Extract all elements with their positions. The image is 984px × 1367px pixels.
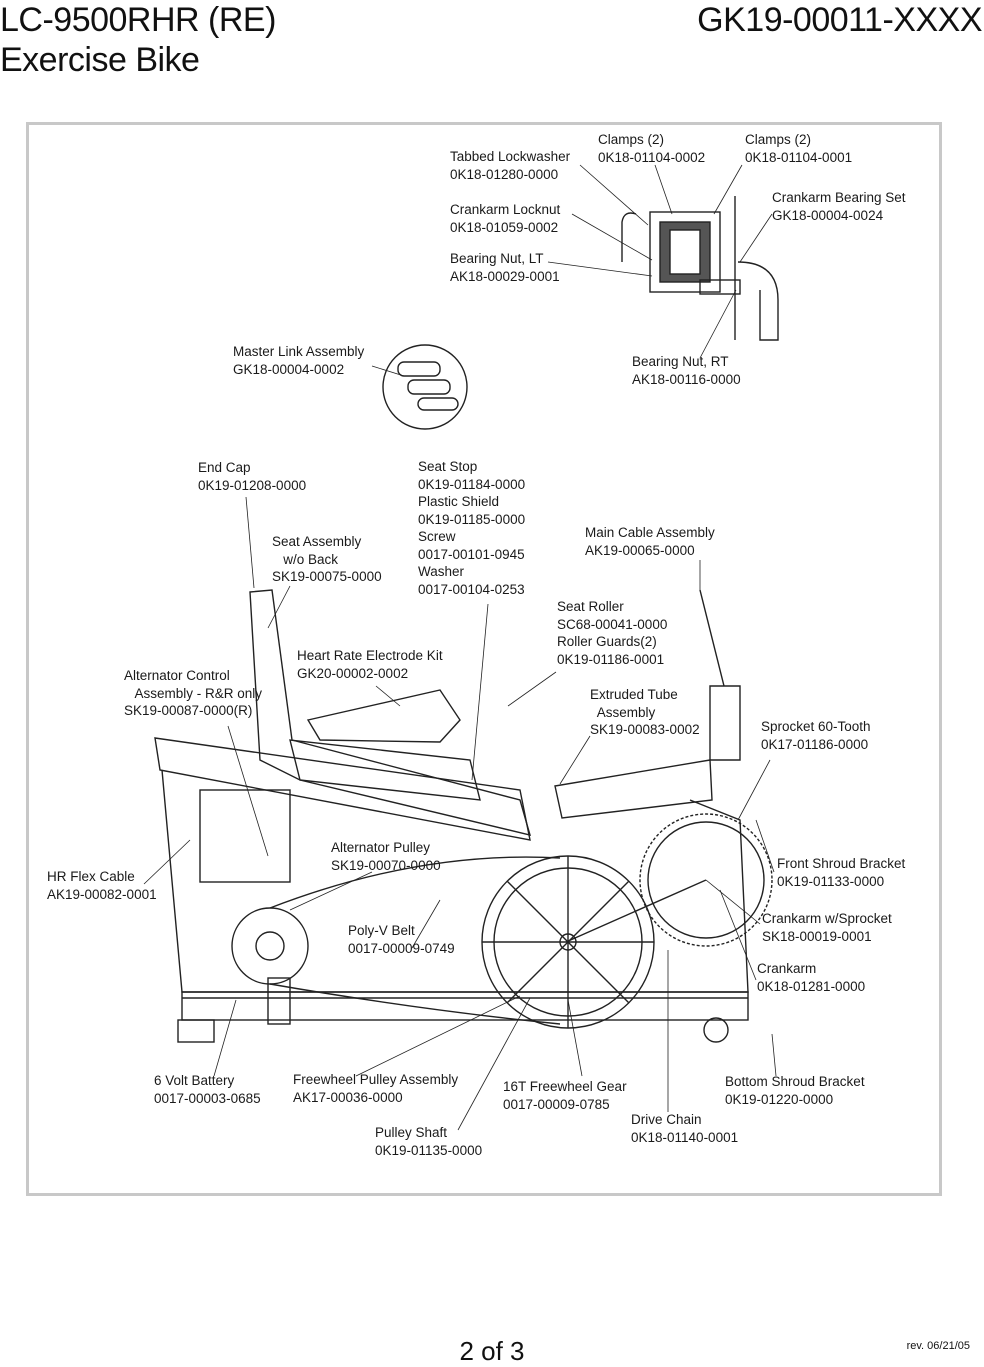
label-clamps-0002: Clamps (2)0K18-01104-0002 xyxy=(598,132,706,165)
sprocket-60-tooth xyxy=(565,813,773,947)
poly-v-belt-line xyxy=(269,856,561,909)
flywheel xyxy=(481,855,655,1029)
model-title: LC-9500RHR (RE) xyxy=(0,1,276,39)
product-title: Exercise Bike xyxy=(0,41,200,79)
document-number: GK19-00011-XXXX xyxy=(697,1,982,39)
master-link-detail xyxy=(382,344,468,430)
label-clamps-0001: Clamps (2)0K18-01104-0001 xyxy=(745,132,853,165)
parts-diagram-frame xyxy=(26,122,942,1196)
leader-lines xyxy=(143,164,777,1131)
revision-date: rev. 06/21/05 xyxy=(906,1340,970,1352)
bike-frame xyxy=(154,589,749,1043)
crank-bearing-detail xyxy=(621,196,779,341)
poly-v-belt-lower xyxy=(269,983,561,1025)
page-number: 2 of 3 xyxy=(459,1336,525,1366)
